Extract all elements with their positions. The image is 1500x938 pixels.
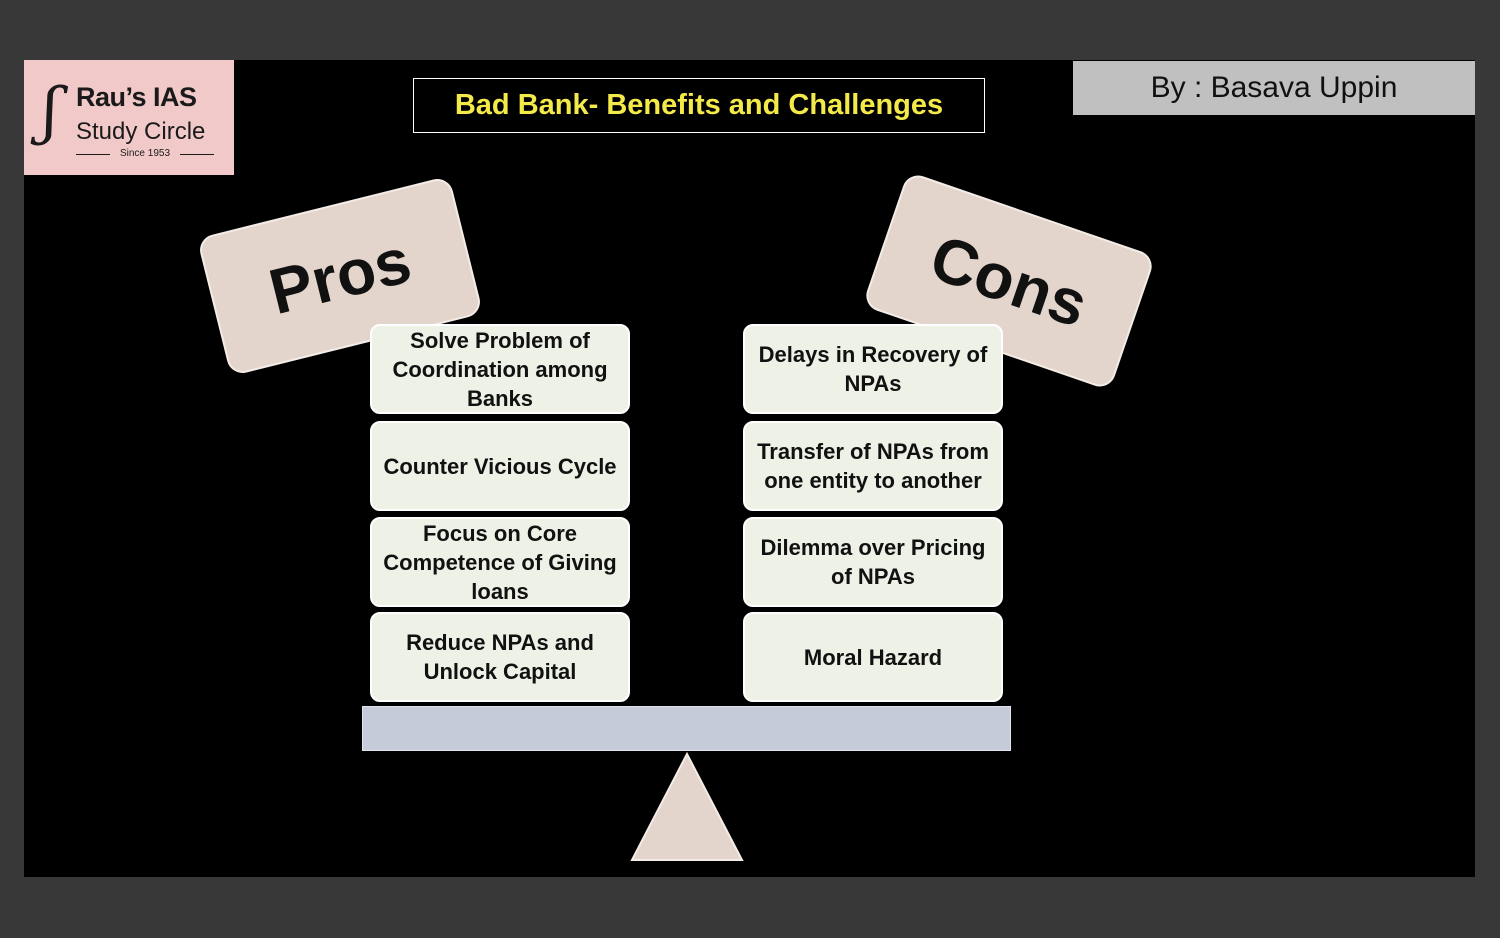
slide-title: Bad Bank- Benefits and Challenges — [413, 78, 985, 133]
logo-mark-icon: ʃ — [42, 74, 59, 147]
pros-item: Reduce NPAs and Unlock Capital — [370, 612, 630, 702]
logo-since: Since 1953 — [76, 148, 214, 159]
cons-item: Moral Hazard — [743, 612, 1003, 702]
author-banner: By : Basava Uppin — [1073, 61, 1475, 115]
logo-name: Rau’s IAS — [76, 82, 197, 112]
logo-since-text: Since 1953 — [119, 148, 171, 159]
pros-item: Solve Problem of Coordination among Bank… — [370, 324, 630, 414]
cons-item: Delays in Recovery of NPAs — [743, 324, 1003, 414]
raus-ias-logo: ʃ Rau’s IAS Study Circle Since 1953 — [24, 60, 234, 175]
cons-item: Dilemma over Pricing of NPAs — [743, 517, 1003, 607]
logo-subtitle: Study Circle — [76, 118, 206, 145]
pros-item: Counter Vicious Cycle — [370, 421, 630, 511]
pros-item: Focus on Core Competence of Giving loans — [370, 517, 630, 607]
fulcrum-triangle — [630, 752, 744, 861]
balance-beam — [362, 706, 1011, 751]
cons-item: Transfer of NPAs from one entity to anot… — [743, 421, 1003, 511]
